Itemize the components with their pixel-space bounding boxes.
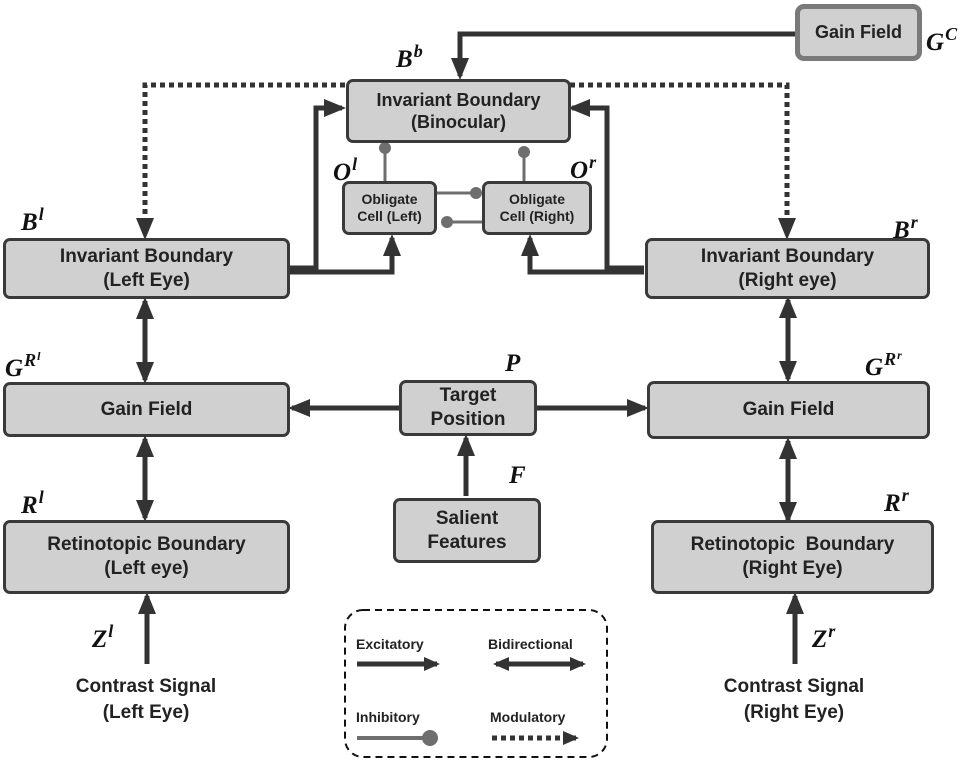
- inv-left-line2: (Left Eye): [103, 269, 190, 291]
- binocular-line2: (Binocular): [410, 112, 506, 132]
- symbol-gc: GC: [926, 24, 958, 56]
- inhibit-oblright-binocular-end: [518, 146, 530, 158]
- inhibit-oblleft-binocular-end: [379, 142, 391, 154]
- target-position-box: Target Position: [399, 380, 537, 436]
- salient-line1: Salient: [435, 507, 499, 529]
- legend-excitatory-label: Excitatory: [356, 636, 424, 652]
- modulatory-right: [570, 82, 796, 240]
- modulatory-left: [136, 82, 345, 240]
- salient-line2: Features: [427, 531, 507, 553]
- gain-field-right-box: Gain Field: [647, 381, 930, 439]
- legend-inhibitory-label: Inhibitory: [356, 709, 420, 725]
- obligate-cell-right-box: Obligate Cell (Right): [482, 181, 592, 235]
- salient-features-box: Salient Features: [393, 498, 541, 563]
- obligate-left-line2: Cell (Left): [357, 208, 422, 224]
- symbol-grl: GRl: [5, 349, 41, 382]
- legend-inhibitory-end: [422, 730, 438, 746]
- inhibit-oblleft-to-oblright-end: [470, 187, 482, 199]
- inv-right-line1: Invariant Boundary: [700, 245, 875, 267]
- gain-right-label: Gain Field: [742, 399, 835, 421]
- symbol-zl: Zl: [92, 621, 114, 653]
- legend-modulatory-label: Modulatory: [490, 709, 566, 725]
- symbol-bb: Bb: [396, 41, 423, 73]
- target-line2: Position: [430, 409, 506, 430]
- symbol-grr: GRr: [865, 348, 902, 381]
- symbol-zr: Zr: [812, 621, 836, 653]
- obligate-left-line1: Obligate: [361, 190, 418, 207]
- arrow-right-to-obligate-right: [521, 234, 644, 275]
- retino-left-line1: Retinotopic Boundary: [47, 534, 246, 556]
- retino-right-line1: Retinotopic Boundary: [690, 534, 895, 556]
- symbol-rl: Rl: [21, 487, 44, 519]
- arrow-right-to-binocular: [568, 99, 644, 271]
- inhibit-oblright-to-oblleft-end: [441, 216, 453, 228]
- invariant-boundary-right-box: Invariant Boundary (Right eye): [645, 238, 930, 299]
- symbol-or: Or: [570, 152, 597, 184]
- symbol-bl: Bl: [21, 204, 44, 236]
- binocular-line1: Invariant Boundary: [376, 89, 541, 110]
- contrast-right-line1: Contrast Signal: [723, 676, 865, 697]
- symbol-p: P: [505, 350, 521, 377]
- gain-field-top-box: Gain Field: [795, 4, 922, 61]
- retino-right-line2: (Right Eye): [742, 558, 843, 579]
- inv-right-line2: (Right eye): [738, 269, 837, 291]
- symbol-rr: Rr: [884, 485, 909, 517]
- target-line1: Target: [439, 385, 497, 407]
- legend-bidirectional-label: Bidirectional: [488, 636, 573, 652]
- gain-left-label: Gain Field: [100, 398, 193, 420]
- obligate-right-line1: Obligate: [508, 190, 565, 207]
- obligate-right-line2: Cell (Right): [499, 208, 575, 224]
- gain-field-left-box: Gain Field: [3, 382, 290, 437]
- retinotopic-boundary-right-box: Retinotopic Boundary (Right Eye): [651, 520, 934, 594]
- gain-field-top-label: Gain Field: [814, 22, 902, 43]
- retino-left-line2: (Left eye): [104, 558, 189, 579]
- arrow-left-to-binocular: [290, 99, 346, 271]
- symbol-ol: Ol: [333, 154, 358, 186]
- contrast-left-line2: (Left Eye): [102, 701, 190, 723]
- arrow-gainfield-to-binocular: [451, 31, 798, 80]
- retinotopic-boundary-left-box: Retinotopic Boundary (Left eye): [3, 520, 290, 594]
- inv-left-line1: Invariant Boundary: [59, 245, 234, 267]
- arrow-left-to-obligate-left: [290, 234, 401, 275]
- legend-box: [344, 609, 608, 758]
- contrast-left-line1: Contrast Signal: [75, 676, 217, 697]
- contrast-right-line2: (Right Eye): [743, 701, 845, 723]
- symbol-br: Br: [893, 212, 918, 244]
- contrast-signal-right: Contrast Signal (Right Eye): [694, 674, 894, 725]
- invariant-boundary-left-box: Invariant Boundary (Left Eye): [3, 238, 290, 299]
- symbol-f: F: [509, 462, 526, 489]
- obligate-cell-left-box: Obligate Cell (Left): [342, 181, 437, 235]
- invariant-boundary-binocular-box: Invariant Boundary (Binocular): [346, 79, 571, 143]
- contrast-signal-left: Contrast Signal (Left Eye): [46, 674, 246, 725]
